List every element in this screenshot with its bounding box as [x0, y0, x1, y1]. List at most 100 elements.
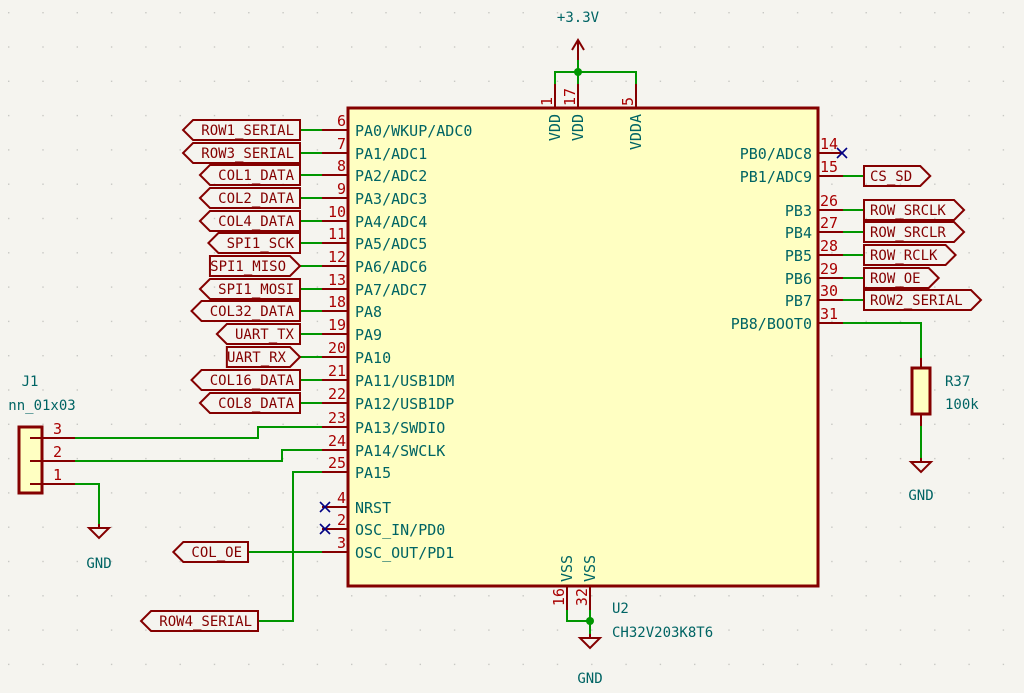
net-label-col8-data[interactable]: COL8_DATA — [198, 392, 301, 414]
grid-dot — [110, 595, 113, 597]
grid-dot — [76, 12, 78, 14]
grid-dot — [934, 423, 936, 425]
net-label-cs-sd[interactable]: CS_SD — [863, 165, 932, 187]
grid-dot — [282, 12, 284, 14]
j1-reference: J1 — [22, 374, 39, 390]
r37-resistor[interactable]: R37 100k — [910, 358, 979, 426]
net-label-row3-serial[interactable]: ROW3_SERIAL — [181, 142, 301, 164]
grid-dot — [796, 663, 799, 666]
net-label-col1-data[interactable]: COL1_DATA — [198, 164, 301, 186]
grid-dot — [213, 423, 216, 425]
pin-name: PA11/USB1DM — [355, 372, 454, 390]
grid-dot — [351, 595, 353, 597]
net-label-row-rclk[interactable]: ROW_RCLK — [863, 244, 958, 266]
net-label-row-srclr[interactable]: ROW_SRCLR — [863, 221, 966, 243]
net-label-col-oe[interactable]: COL_OE — [171, 541, 249, 563]
net-label-row-oe[interactable]: ROW_OE — [863, 267, 941, 289]
grid-dot — [282, 149, 284, 151]
u2-value: CH32V203K8T6 — [612, 625, 713, 641]
grid-dot — [76, 355, 78, 357]
net-label-col4-data[interactable]: COL4_DATA — [198, 210, 301, 232]
grid-dot — [110, 389, 113, 391]
gnd-symbol[interactable]: GND — [908, 458, 934, 504]
net-label-uart-rx[interactable]: UART_RX — [225, 346, 302, 368]
net-label-col32-data[interactable]: COL32_DATA — [190, 300, 301, 322]
net-label-row4-serial[interactable]: ROW4_SERIAL — [139, 610, 259, 632]
net-label-uart-tx[interactable]: UART_TX — [215, 323, 301, 345]
grid-dot — [1002, 629, 1005, 631]
grid-dot — [831, 663, 833, 666]
gnd-symbol[interactable]: GND — [577, 634, 603, 687]
net-label-row1-serial[interactable]: ROW1_SERIAL — [181, 119, 301, 141]
grid-dot — [899, 526, 902, 528]
grid-dot — [968, 389, 970, 391]
grid-dot — [934, 149, 936, 151]
grid-dot — [865, 80, 867, 82]
gnd-symbol[interactable]: GND — [86, 524, 112, 572]
j1-pin-2[interactable]: 2 — [30, 443, 75, 462]
grid-dot — [625, 80, 627, 82]
grid-dot — [110, 149, 113, 151]
grid-dot — [1002, 252, 1005, 254]
pin-number: 27 — [820, 214, 838, 232]
wires — [75, 60, 922, 634]
net-label-col2-data[interactable]: COL2_DATA — [198, 187, 301, 209]
net-label-spi1-mosi[interactable]: SPI1_MOSI — [198, 278, 301, 300]
net-label-spi1-miso[interactable]: SPI1_MISO — [208, 255, 302, 277]
grid-dot — [831, 46, 833, 48]
net-label-outline — [190, 369, 301, 391]
j1-pin-1[interactable]: 1 — [30, 466, 75, 485]
net-label-row-srclk[interactable]: ROW_SRCLK — [863, 199, 966, 221]
net-label-outline — [181, 142, 301, 164]
grid-dot — [110, 286, 113, 288]
grid-dot — [556, 46, 559, 48]
net-label-row2-serial[interactable]: ROW2_SERIAL — [863, 289, 983, 311]
net-label-spi1-sck[interactable]: SPI1_SCK — [206, 232, 301, 254]
grid-dot — [899, 252, 902, 254]
j1-connector[interactable]: J1 nn_01x03 321 — [8, 374, 76, 495]
grid-dot — [42, 595, 44, 597]
grid-dot — [1002, 217, 1005, 220]
grid-dot — [385, 80, 387, 82]
grid-dot — [8, 80, 10, 82]
power-3v3-symbol[interactable]: +3.3V — [557, 10, 600, 60]
u2-body[interactable] — [346, 106, 820, 588]
grid-dot — [591, 629, 593, 631]
net-label-col16-data[interactable]: COL16_DATA — [190, 369, 301, 391]
grid-dot — [488, 663, 490, 666]
j1-pin-3[interactable]: 3 — [30, 420, 75, 439]
